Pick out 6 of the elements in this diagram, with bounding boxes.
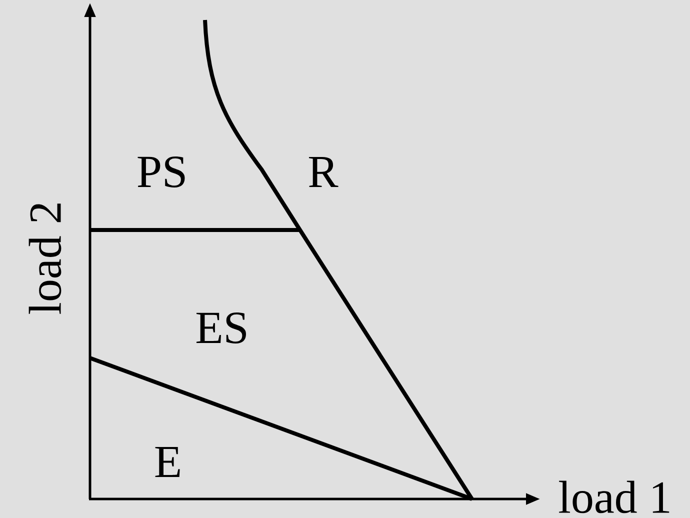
region-label: R [308,156,338,188]
region-label: PS [138,156,185,188]
region-label: E [155,446,180,478]
region-label: ES [196,312,246,344]
axis-label: load 1 [559,480,670,514]
axis-label: load 2 [28,204,62,314]
